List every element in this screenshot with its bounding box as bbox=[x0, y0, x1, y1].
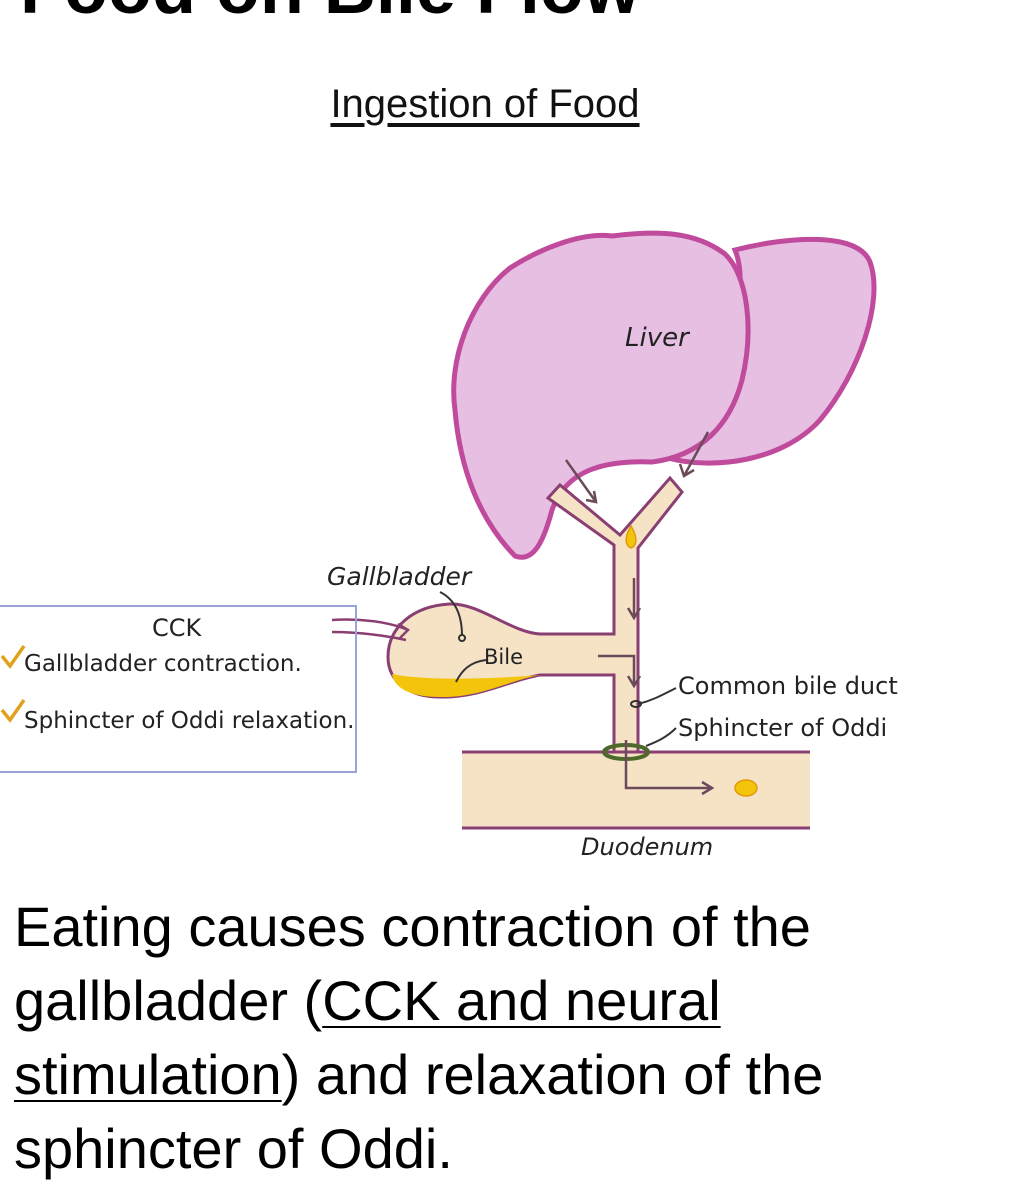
cbd-leader-dot bbox=[630, 700, 642, 708]
slide-title: Food on Bile Flow bbox=[20, 0, 640, 18]
explanation-part-2: ) and relaxation of the sphincter of Odd… bbox=[14, 1043, 824, 1180]
cck-box bbox=[0, 605, 357, 773]
explanation-text: Eating causes contraction of the gallbla… bbox=[14, 890, 1014, 1186]
gallbladder-leader-dot bbox=[458, 634, 466, 642]
bile-label: Bile bbox=[484, 645, 523, 669]
explanation-link[interactable]: CCK and neural stimulation bbox=[14, 969, 721, 1106]
cck-box-item-2: Sphincter of Oddi relaxation. bbox=[24, 708, 354, 734]
cystic-to-cbd-arrow bbox=[598, 654, 642, 689]
gallbladder-label: Gallbladder bbox=[327, 562, 473, 591]
duodenum-label: Duodenum bbox=[581, 833, 713, 861]
gallbladder-leader bbox=[439, 591, 463, 637]
duodenum-flow-arrow bbox=[624, 740, 715, 796]
cbd-leader bbox=[637, 687, 677, 705]
cck-box-item-1: Gallbladder contraction. bbox=[24, 651, 302, 677]
liver-label: Liver bbox=[625, 323, 691, 353]
bile-flow-diagram: Liver Gallbladder Bile Common bile duct … bbox=[0, 230, 898, 861]
bile-drop-duct bbox=[625, 524, 637, 549]
cck-signal-arrows bbox=[331, 618, 411, 642]
bile-leader bbox=[455, 659, 487, 683]
liver-left-lobe bbox=[451, 230, 751, 560]
diagram-subtitle: Ingestion of Food bbox=[330, 82, 640, 126]
liver-to-duct-arrows bbox=[564, 431, 710, 621]
explanation-part-1: Eating causes contraction of the gallbla… bbox=[14, 895, 811, 1032]
top-title-clip: Food on Bile Flow bbox=[0, 0, 1029, 18]
check-icon bbox=[0, 644, 26, 669]
common-bile-duct-label: Common bile duct bbox=[678, 672, 898, 700]
bile-drop-duodenum bbox=[734, 779, 758, 797]
cck-box-heading: CCK bbox=[152, 614, 203, 642]
check-icon bbox=[0, 698, 26, 723]
sphincter-leader bbox=[645, 727, 677, 747]
bile-pool bbox=[392, 674, 540, 698]
sphincter-of-oddi-label: Sphincter of Oddi bbox=[678, 714, 887, 742]
duodenum-shape bbox=[462, 752, 810, 828]
